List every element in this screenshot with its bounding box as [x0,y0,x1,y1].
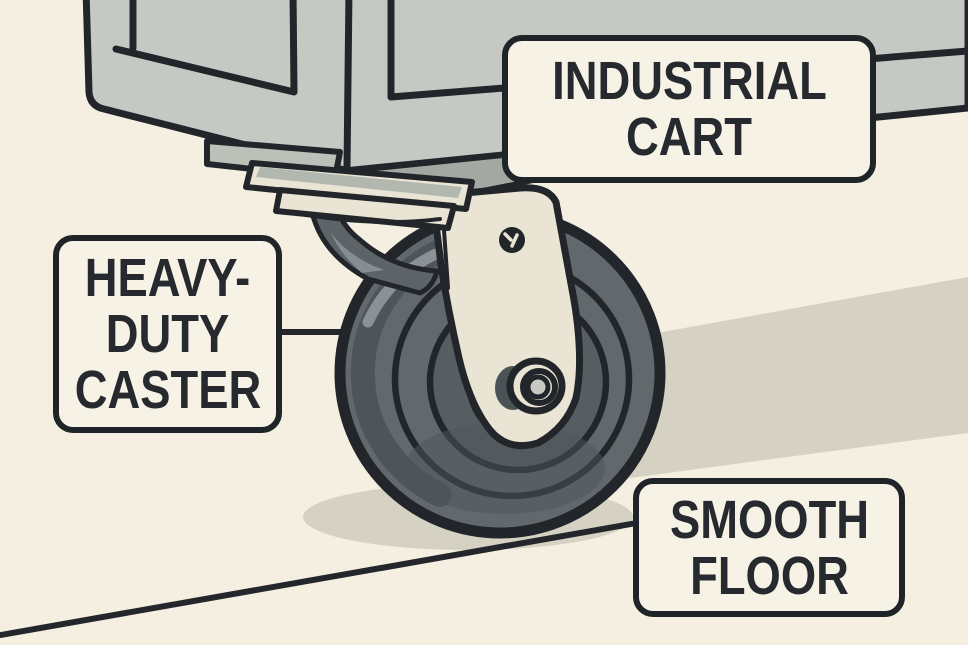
floor-edge-line [0,518,651,639]
fork-bolt [499,227,525,253]
label-heavy-duty-caster: HEAVY- DUTY CASTER [53,235,282,433]
swivel-neck [309,206,440,296]
caster-mount [204,138,475,231]
label-industrial-cart: INDUSTRIAL CART [502,35,876,183]
label-text-line: HEAVY- [84,248,251,308]
label-text-line: SMOOTH [669,489,869,550]
label-text-line: CASTER [74,360,261,420]
swivel-race-bottom [273,187,457,231]
label-text-line: DUTY [105,304,230,364]
axle-bolt [495,357,566,415]
label-smooth-floor: SMOOTH FLOOR [633,478,905,617]
label-text-line: FLOOR [689,545,849,606]
fork-crease [442,228,450,290]
label-text-line: CART [625,107,752,167]
cart-corner-edge [343,0,353,172]
label-text-line: INDUSTRIAL [551,51,827,111]
cart-panel-left [112,0,298,96]
fork-shadow-on-wheel [405,422,605,514]
